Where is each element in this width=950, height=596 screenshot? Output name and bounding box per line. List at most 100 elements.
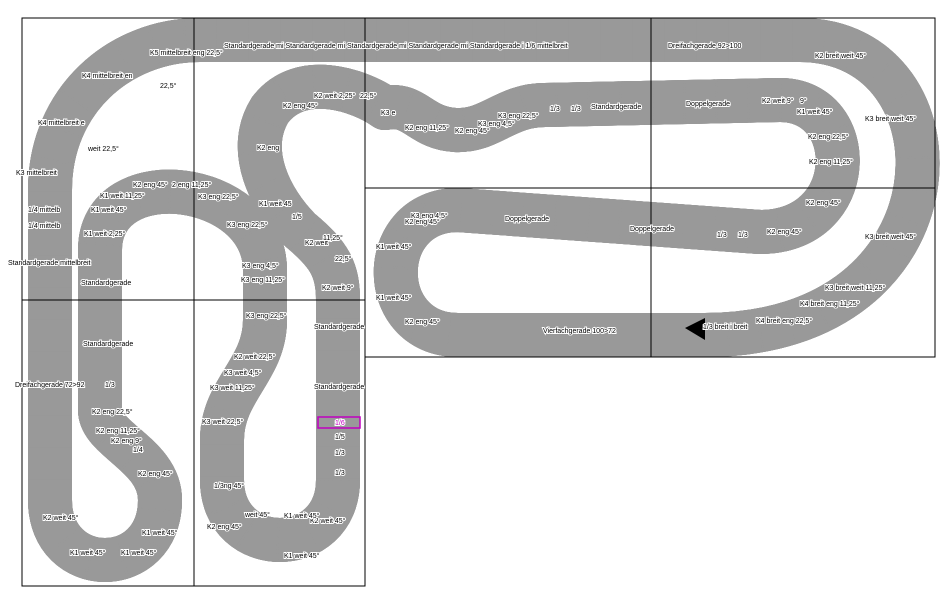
track-piece-label: K3 mittelbreit: [16, 170, 57, 177]
track-piece-label: Dreifachgerade 92>100: [668, 43, 741, 50]
track-piece-label: K2 eng 45°: [455, 127, 490, 135]
track-piece-label: K3 eng 22,5°: [246, 312, 287, 320]
track-piece-label: K2 eng 45°: [207, 523, 242, 531]
track-piece-label: K2 eng: [257, 145, 279, 152]
track-piece-label: 1/4 mittelb: [28, 207, 60, 214]
track-piece-label: K4 mittelbreit en: [82, 73, 133, 80]
track-piece-label: K3 eng 4,5°: [411, 212, 448, 220]
track-piece-label: K2 eng 45°: [405, 318, 440, 326]
track-piece-label: 9°: [800, 97, 807, 105]
track-piece-label: K2 weit 9°: [762, 97, 794, 105]
track-piece-label: Standardgerade: [591, 104, 641, 111]
track-piece-label: 2 eng 11,25°: [172, 181, 211, 189]
track-piece-label: 22,5°: [360, 92, 377, 100]
track-piece-label: K3 breit weit 45°: [865, 233, 916, 241]
track-piece-label: K1 weit 11,25°: [100, 192, 145, 200]
track-piece-label: K1 weit 45°: [142, 529, 178, 537]
track-piece-label: 1/4 mittelb: [28, 223, 60, 230]
track-piece-label: K2 eng 45°: [806, 199, 841, 207]
track-piece-label: K2 weit 45°: [43, 514, 79, 522]
sheet-border-right: [365, 17, 936, 358]
track-piece-label: K2 eng 45°: [133, 181, 168, 189]
track-piece-label: K4 breit eng 22,5°: [756, 317, 812, 325]
track-piece-label: K1 weit 45°: [376, 243, 412, 251]
track-piece-label: 1/3: [717, 232, 727, 239]
track-piece-label: K1 weit 45°: [284, 512, 320, 520]
track-piece-label: 1/3: [335, 450, 345, 457]
track-piece-label: K3 breit weit 45°: [865, 115, 916, 123]
track-piece-label: Vierfachgerade 100>72: [543, 328, 616, 335]
track-piece-label: Standardgerade: [81, 280, 131, 287]
track-piece-label: Standardgerade: [314, 324, 364, 331]
track-piece-label: K2 eng 22,5°: [808, 133, 849, 141]
track-piece-label: 1/3: [335, 470, 345, 477]
track-piece-label: Standardgerade: [314, 384, 364, 391]
track-piece-label: K4 breit eng 11,25°: [800, 300, 860, 308]
track-piece-label: 1/6: [335, 420, 345, 427]
track-piece-label: Dreifachgerade 72>92: [15, 382, 85, 389]
track-piece-label: K5 mittelbreit eng 22,5°: [150, 49, 223, 57]
sheet-borders: [21, 17, 936, 587]
track-piece-label: K1 weit 45°: [284, 552, 320, 560]
track-piece-label: K2 breit weit 45°: [815, 52, 866, 60]
track-piece-label: K3 eng 11,25°: [241, 276, 285, 284]
track-piece-label: K3 weit 4,5°: [224, 369, 262, 377]
track-piece-label: K3 eng 22,5°: [498, 112, 539, 120]
track-piece-label: K1 weit 45°: [70, 549, 106, 557]
track-piece-label: K2 weit 2,25°: [314, 92, 356, 100]
marked-piece-highlight: [317, 416, 361, 429]
track-piece-label: 22,5°: [335, 255, 352, 263]
track-piece-label: Doppelgerade: [686, 101, 730, 108]
track: [28, 18, 918, 560]
track-piece-label: Standardgerade mi Standardgerade mi Stan…: [224, 43, 568, 50]
track-piece-label: 1/5: [292, 214, 302, 221]
track-piece-label: K3 eng 4,5°: [242, 262, 279, 270]
track-piece-label: K2 weit: [305, 240, 328, 247]
track-piece-label: K3 e: [381, 110, 396, 117]
track-piece-label: weit 22,5°: [87, 145, 119, 153]
track-piece-label: 1/5: [335, 434, 345, 441]
track-piece-label: 1/3 breit i breit: [703, 324, 747, 331]
track-piece-label: K2 eng 9°: [111, 437, 142, 445]
track-piece-label: K3 weit 22,5°: [202, 418, 244, 426]
track-piece-label: K3 breit weit 11,25°: [825, 284, 885, 292]
track-piece-label: K2 eng 45°: [138, 470, 173, 478]
track-piece-label: Standardgerade mittelbreit: [8, 260, 91, 267]
track-piece-label: 1/3ng 45°: [214, 482, 244, 490]
track-piece-label: 11,25°: [323, 234, 343, 242]
track-piece-label: K2 eng 45°: [405, 218, 440, 226]
track-piece-label: Doppelgerade: [630, 226, 674, 233]
track-piece-label: K3 eng 22,5°: [198, 193, 239, 201]
track-piece-label: 1/3: [105, 382, 115, 389]
track-piece-label: K3 weit 11,25°: [210, 384, 255, 392]
track-piece-label: K1 weit 45°: [797, 108, 833, 116]
track-piece-label: K2 eng 45°: [767, 228, 802, 236]
track-piece-label: K1 weit 45°: [91, 206, 127, 214]
start-arrow-icon: [685, 318, 705, 340]
track-piece-label: 22,5°: [160, 82, 177, 90]
track-piece-label: weit 45°: [244, 511, 270, 519]
track-piece-label: K4 mittelbreit e: [38, 120, 85, 127]
track-piece-label: 1/3: [571, 106, 581, 113]
piece-labels: Standardgerade mi Standardgerade mi Stan…: [7, 42, 917, 561]
track-piece-label: K2 eng 11,25°: [405, 124, 449, 132]
track-piece-label: 1/4: [133, 447, 143, 454]
track-piece-label: K1 weit 45: [259, 201, 292, 208]
track-piece-label: Standardgerade: [83, 341, 133, 348]
sheet-border-left: [21, 17, 366, 587]
track-piece-label: 1/3: [550, 106, 560, 113]
track-piece-label: K2 weit 45°: [310, 517, 346, 525]
track-piece-label: K2 eng 11,25°: [96, 427, 140, 435]
track-piece-label: K3 eng 22,5°: [227, 221, 268, 229]
track-piece-label: K1 weit 2,25°: [84, 230, 126, 238]
track-piece-label: K1 weit 45°: [376, 294, 412, 302]
track-piece-label: K2 eng 45°: [283, 102, 318, 110]
track-piece-label: 1/3: [738, 232, 748, 239]
track-piece-label: K2 eng 22,5°: [92, 408, 133, 416]
track-piece-label: K3 eng 4,5°: [478, 120, 515, 128]
track-piece-label: K2 weit 22,5°: [234, 353, 276, 361]
track-piece-label: K2 eng 11,25°: [809, 158, 853, 166]
track-piece-label: Doppelgerade: [505, 216, 549, 223]
